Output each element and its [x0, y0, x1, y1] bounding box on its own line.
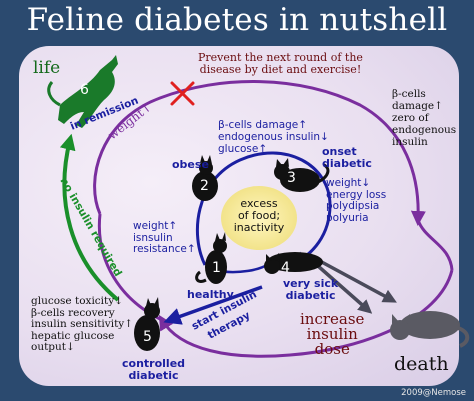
death-label: death	[394, 353, 449, 375]
stage-2: 2	[200, 178, 209, 194]
stage-3: 3	[287, 170, 296, 186]
weight-loss-label: weight↓ energy loss polydipsia polyuria	[326, 177, 387, 224]
cat-3-onset	[274, 158, 330, 192]
cat-5-controlled	[134, 297, 160, 351]
death-arrow-lower	[316, 264, 373, 314]
spiral-return-arrow	[158, 269, 454, 358]
prevent-cross	[170, 81, 195, 106]
cat-2-obese	[192, 155, 218, 201]
inner-blue-spiral	[195, 151, 332, 266]
outer-spiral-arrow	[93, 80, 426, 226]
spiral-outer-right	[416, 219, 454, 271]
center-blob	[221, 186, 297, 250]
no-insulin-arrow	[59, 133, 120, 302]
beta-zero-label: β-cells damage↑ zero of endogenous insul…	[392, 88, 457, 149]
stage-6: 6	[80, 82, 89, 98]
no-insulin-label-1: no insulin required	[57, 176, 123, 279]
healthy-label: healthy	[187, 288, 234, 301]
controlled-label: controlled diabetic	[122, 357, 186, 382]
increase-dose-label: increase insulin dose	[300, 310, 365, 358]
cat-1-healthy	[195, 232, 227, 284]
cat-6-remission	[47, 55, 118, 128]
resistance-label: weight↑ isnsulin resistance↑	[133, 220, 196, 256]
glucose-tox-label: glucose toxicity↓ β-cells recovery insul…	[31, 295, 134, 354]
center-label: excess of food; inactivity	[233, 197, 285, 235]
cat-death	[390, 311, 470, 348]
onset-label: onset diabetic	[322, 145, 372, 170]
death-arrow-upper	[317, 258, 397, 303]
obese-label: obese	[172, 158, 209, 171]
stage-1: 1	[212, 260, 221, 276]
start-insulin-arrow	[163, 285, 263, 325]
very-sick-label: very sick diabetic	[283, 277, 339, 302]
copyright-text: 2009@Nemose	[401, 388, 466, 398]
stage-5: 5	[143, 329, 152, 345]
life-label: life	[33, 58, 61, 78]
cat-4-very-sick	[264, 252, 323, 274]
prevent-label: Prevent the next round of the disease by…	[198, 51, 363, 77]
stage-4: 4	[281, 260, 290, 276]
page-title: Feline diabetes in nutshell	[26, 2, 448, 38]
beta-damage-label: β-cells damage↑ endogenous insulin↓ gluc…	[218, 119, 329, 155]
